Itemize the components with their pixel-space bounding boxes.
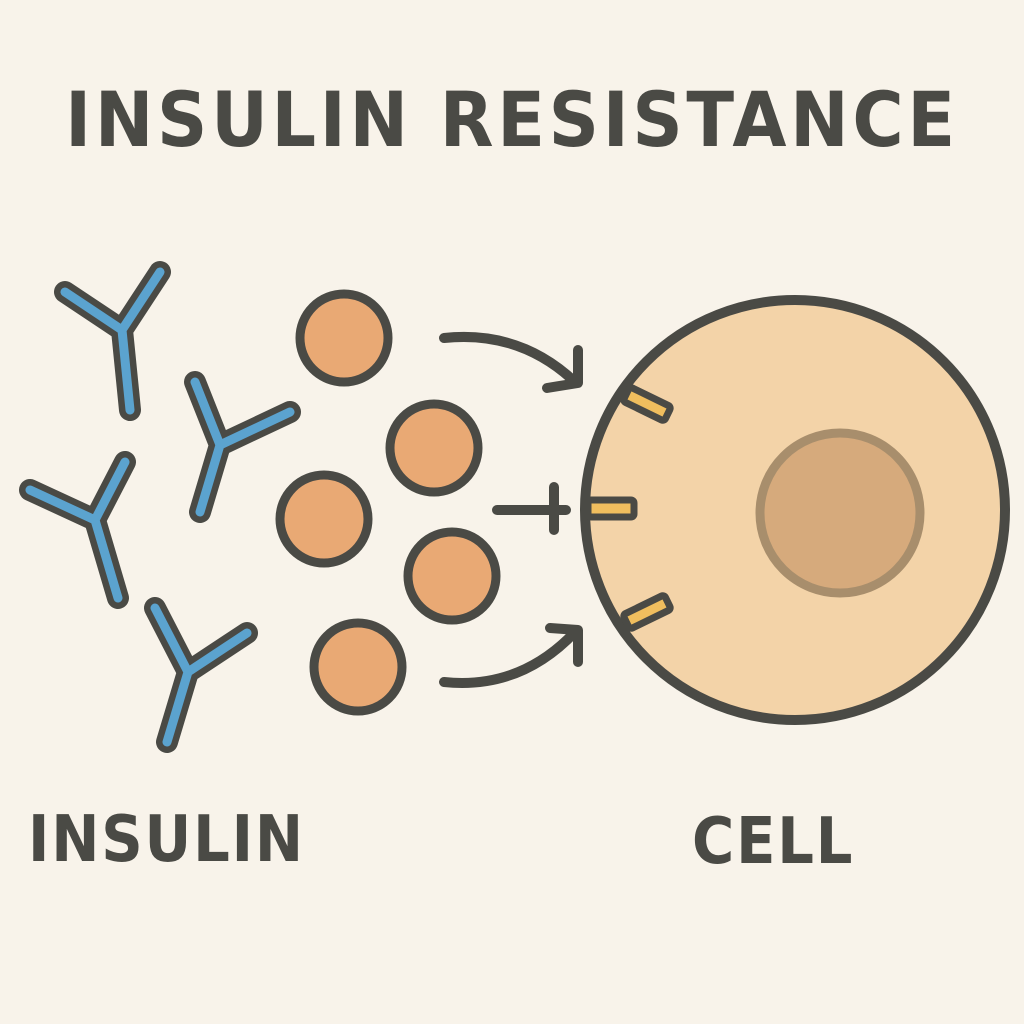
blocked-inhibition-icon: [492, 482, 571, 535]
insulin-molecule-icon: [385, 399, 483, 497]
insulin-molecule-icon: [275, 470, 373, 568]
nucleus-icon: [755, 428, 925, 598]
insulin-molecule-icon: [309, 618, 407, 716]
cell-icon: [580, 295, 1010, 725]
insulin-molecule-icon: [295, 289, 393, 387]
antibody-y-icon: [144, 597, 258, 753]
antibody-y-group: [19, 261, 301, 753]
insulin-molecule-group: [275, 289, 501, 716]
cell-label: CELL: [692, 805, 855, 879]
curved-arrow-icon: [439, 331, 583, 393]
insulin-label: INSULIN: [28, 803, 305, 877]
diagram-title: INSULIN RESISTANCE: [65, 75, 959, 164]
antibody-y-icon: [54, 261, 171, 421]
antibody-y-icon: [184, 371, 301, 523]
insulin-molecule-icon: [403, 527, 501, 625]
antibody-y-icon: [19, 451, 136, 609]
cell-receptor-icon: [584, 384, 674, 632]
curved-arrow-icon: [439, 623, 583, 688]
